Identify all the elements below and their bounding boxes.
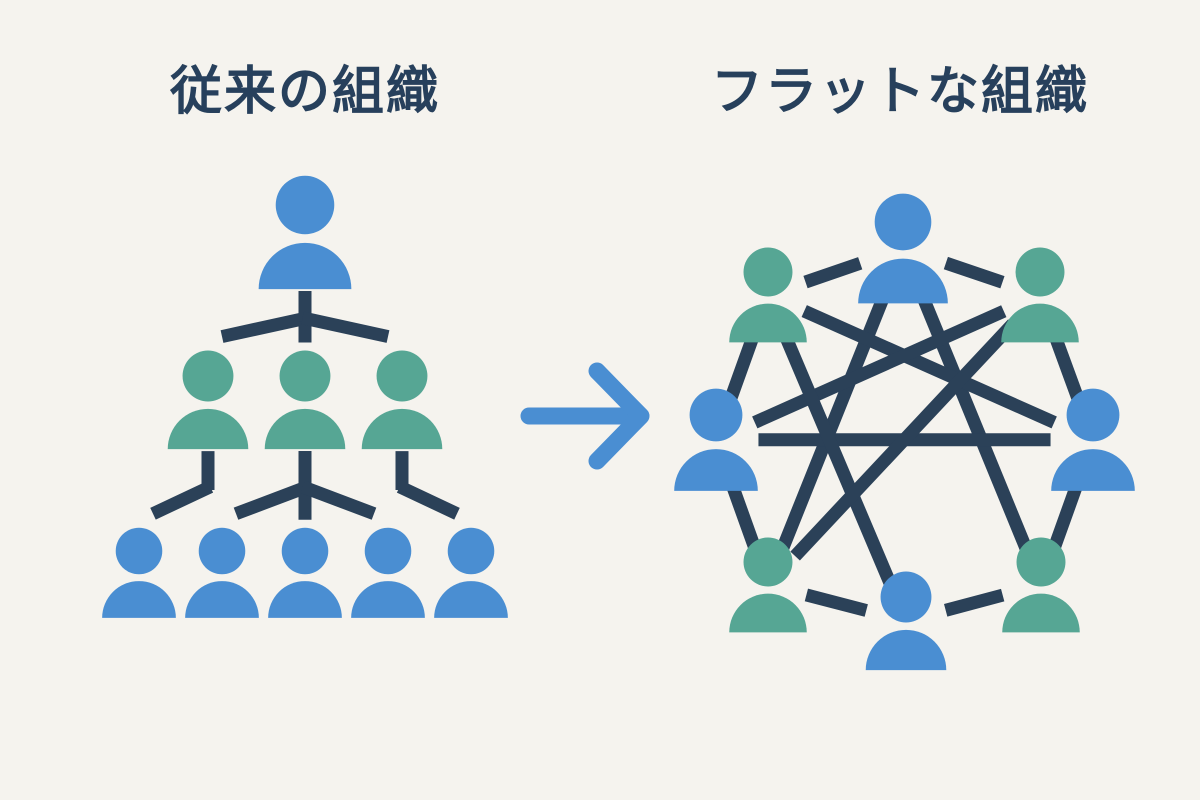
person-head [376,350,428,402]
tree-edge-diagonal [396,480,460,520]
network-person-node [1001,247,1079,343]
tree-person-node [268,527,342,618]
tree-person-node [102,527,176,618]
network-edge-perimeter [944,588,1005,617]
tree-edge-diagonal [300,480,377,520]
tree-person-node [258,175,352,290]
person-head [275,175,335,235]
arrow-right-icon [520,362,650,470]
person-body [264,408,346,450]
tree-person-node [351,527,425,618]
person-head [447,527,495,575]
tree-edge-diagonal [233,480,310,520]
network-edge-perimeter [724,330,761,402]
network-edge-chord [914,287,1032,551]
hierarchy-nodes [102,175,508,618]
person-body [729,593,807,633]
network-edge-chord [790,319,1018,561]
network-person-node [674,388,758,491]
person-body [674,449,758,491]
network-edge-chord [801,305,1057,429]
network-person-node [1002,537,1080,633]
person-head [743,537,793,587]
person-head [281,527,329,575]
network-edge-perimeter [803,257,863,289]
person-body [361,408,443,450]
left-panel-title: 従来の組織 [169,63,440,121]
network-edge-chord [777,328,896,586]
network-edge-perimeter [943,256,1005,289]
arrow-head [588,362,650,470]
network-edge-chord [752,305,1007,429]
tree-person-node [361,350,443,450]
network-person-node [865,571,947,671]
network-edge-perimeter [724,477,761,550]
tree-person-node [434,527,508,618]
right-panel-title: フラットな組織 [710,63,1089,121]
person-body [185,581,259,618]
person-head [1015,247,1065,297]
network-edge-perimeter [1048,477,1085,550]
person-body [729,303,807,343]
person-body [1002,593,1080,633]
person-body [1051,449,1135,491]
person-head [182,350,234,402]
tree-person-node [264,350,346,450]
person-head [874,193,932,251]
tree-edge-diagonal [150,480,214,520]
tree-edge-diagonal [220,311,309,343]
hierarchy-edges [150,291,460,520]
person-head [279,350,331,402]
network-person-node [1051,388,1135,491]
network-edges [724,256,1085,617]
person-body [434,581,508,618]
person-head [198,527,246,575]
person-body [865,629,947,671]
person-body [102,581,176,618]
network-person-node [729,537,807,633]
person-head [689,388,743,442]
network-nodes [674,193,1135,671]
person-head [880,571,932,623]
network-person-node [858,193,948,304]
person-body [167,408,249,450]
person-body [351,581,425,618]
network-edge-perimeter [1047,329,1085,403]
person-head [364,527,412,575]
network-edge-perimeter [804,588,868,617]
person-body [258,242,352,290]
network-person-node [729,247,807,343]
person-head [1016,537,1066,587]
person-body [858,258,948,304]
tree-edge-diagonal [301,311,390,343]
tree-person-node [167,350,249,450]
person-body [268,581,342,618]
person-body [1001,303,1079,343]
person-head [1066,388,1120,442]
tree-person-node [185,527,259,618]
person-head [115,527,163,575]
person-head [743,247,793,297]
